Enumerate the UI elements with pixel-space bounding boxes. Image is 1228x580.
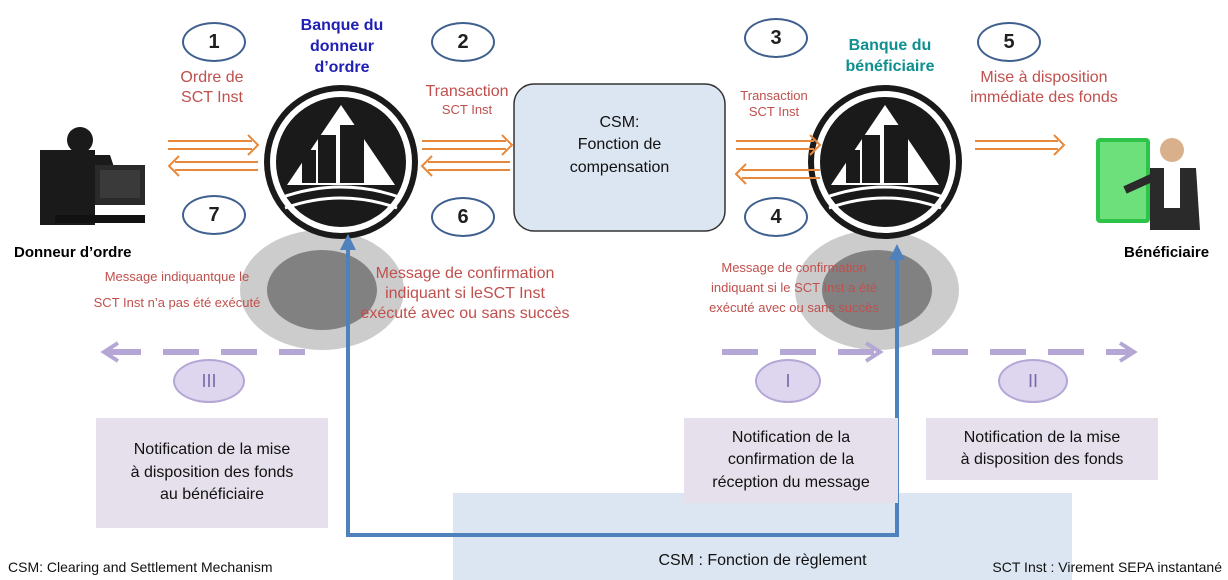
footer-right-note: SCT Inst : Virement SEPA instantané <box>992 559 1222 575</box>
csm-compensation-box <box>513 83 726 232</box>
step-4-badge: 4 <box>744 197 808 237</box>
bank-donneur-label: Banque du donneur d’ordre <box>300 17 384 76</box>
actor-donneur-label: Donneur d’ordre <box>14 244 132 261</box>
notif-II-badge: II <box>998 359 1068 403</box>
step-1-badge: 1 <box>182 22 246 62</box>
step-2-badge: 2 <box>431 22 495 62</box>
orange-arrows <box>167 134 1066 185</box>
notif-I-badge: I <box>755 359 821 403</box>
settlement-label: CSM : Fonction de règlement <box>658 552 867 569</box>
step-6-badge: 6 <box>431 197 495 237</box>
notif-III-badge: III <box>173 359 245 403</box>
bank-building-icon-right <box>808 85 962 239</box>
bank-building-icon-left <box>264 85 418 239</box>
step-7-badge: 7 <box>182 195 246 235</box>
computer-user-icon <box>40 127 145 225</box>
bank-beneficiaire-label: Banque du bénéficiaire <box>845 37 935 75</box>
actor-beneficiaire-label: Bénéficiaire <box>1124 244 1210 261</box>
halftone-shadow-right <box>795 230 959 350</box>
presenter-icon <box>1096 138 1200 230</box>
step-5-badge: 5 <box>977 22 1041 62</box>
footer-left-note: CSM: Clearing and Settlement Mechanism <box>8 559 273 575</box>
settlement-connector <box>346 240 899 537</box>
step-3-badge: 3 <box>744 18 808 58</box>
dashed-arrows <box>100 341 1138 363</box>
